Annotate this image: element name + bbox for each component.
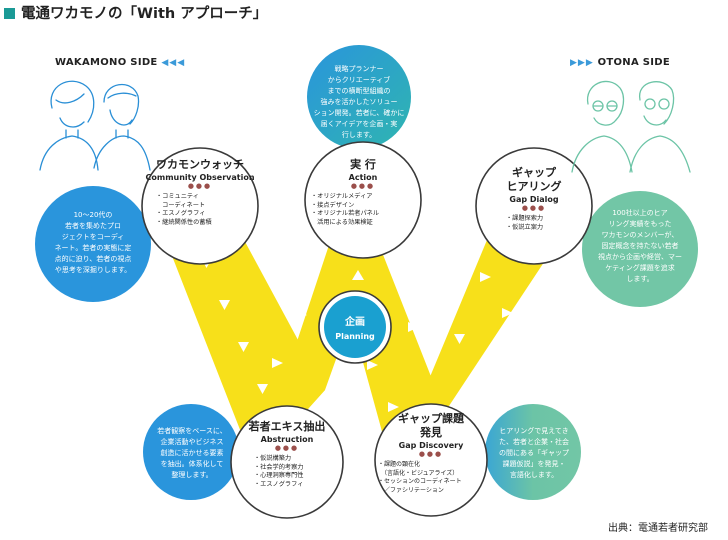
arrow-right-6 [480, 272, 491, 282]
planning-en: Planning [335, 332, 375, 341]
node-action: 実 行 Action ●●● ・オリジナルメディア ・接点デザイン ・オリジナル… [305, 158, 421, 227]
arrow-right-1 [272, 358, 283, 368]
planning-node: 企画 Planning [325, 313, 385, 341]
arrow-up-1 [352, 270, 364, 280]
list-item: ・社会学的考察力 [254, 463, 304, 471]
bubble-top-circle [307, 45, 411, 149]
node-action-title: 実 行 [350, 158, 376, 171]
node-abstraction-en: Abstruction [260, 435, 314, 444]
node-dialog-dots: ●●● [521, 204, 547, 212]
arrow-right-7 [502, 308, 513, 318]
node-action-circle [304, 141, 422, 259]
node-discovery-en: Gap Discovery [398, 441, 464, 450]
node-action-dots: ●●● [350, 182, 376, 190]
list-item: ・オリジナル若者パネル [311, 210, 380, 218]
bubble-right-circle [582, 191, 698, 307]
otona-side-arrows: ▶▶▶ [570, 58, 594, 68]
node-community-observation: ワカモンウォッチ Community Observation ●●● ・コミュニ… [142, 158, 258, 227]
list-item: ・課題の顕在化 [378, 461, 421, 468]
node-gap-dialog: ギャップ ヒアリング Gap Dialog ●●● ・課題探索力 ・仮説立案力 [476, 166, 592, 232]
list-item: ・接点デザイン [311, 201, 355, 209]
node-gap-discovery: ギャップ課題 発見 Gap Discovery ●●● ・課題の顕在化 （言語化… [374, 412, 488, 495]
node-dialog-title: ギャップ ヒアリング [506, 166, 562, 193]
list-item: ・仮説構築力 [254, 455, 292, 462]
bubble-right-text: 100社以上のヒア リング実績をもった ワカモンのメンバーが、 固定概念を持たな… [598, 209, 682, 283]
node-action-en: Action [348, 173, 378, 182]
node-dialog-items: ・課題探索力 ・仮説立案力 [476, 215, 592, 232]
planning-circle [324, 296, 386, 358]
arrow-right-5 [408, 322, 419, 332]
arrow-right-4 [388, 402, 399, 412]
adult-people-illustration [571, 80, 691, 173]
node-watch-dots: ●●● [187, 182, 213, 190]
list-item: （言語化・ビジュアライズ） [378, 469, 459, 477]
otona-side-label: ▶▶▶ OTONA SIDE [570, 57, 670, 68]
list-item: ／ファシリテーション [378, 486, 444, 494]
title-marker [4, 8, 15, 19]
node-watch-items: ・コミュニティ コーディネート ・エスノグラフィ ・継続関係性の蓄積 [142, 193, 258, 227]
node-discovery-items: ・課題の顕在化 （言語化・ビジュアライズ） ・セッションのコーディネート ／ファ… [374, 461, 488, 495]
list-item: ・エスノグラフィ [254, 480, 304, 488]
arrow-down-3 [238, 342, 249, 352]
list-item: ・仮説立案力 [506, 223, 544, 231]
node-watch-title: ワカモンウォッチ [156, 158, 244, 171]
bubble-left-text: 10〜20代の 若者を集めたプロ ジェクトをコーディ ネート。若者の実態に定 点… [54, 211, 132, 274]
list-item: ・心理洞察専門性 [254, 472, 304, 480]
list-item: ・オリジナルメディア [311, 193, 373, 200]
node-discovery-title: ギャップ課題 発見 [398, 412, 464, 439]
node-abstraction-dots: ●●● [274, 444, 300, 452]
list-item: ・セッションのコーディネート [378, 478, 462, 486]
arrow-right-3 [367, 360, 378, 370]
node-dialog-en: Gap Dialog [509, 195, 559, 204]
node-discovery-dots: ●●● [418, 450, 444, 458]
node-watch-en: Community Observation [145, 173, 255, 182]
node-action-items: ・オリジナルメディア ・接点デザイン ・オリジナル若者パネル 活用による効果検証 [305, 193, 421, 227]
source-credit: 出典：電通若者研究部 [608, 523, 708, 534]
flow-arrows [201, 258, 513, 412]
young-people-illustration [39, 80, 151, 171]
otona-side-text: OTONA SIDE [597, 57, 671, 68]
bubble-bottom-right-circle [485, 404, 581, 500]
list-item: コーディネート [156, 201, 206, 209]
node-abstraction-items: ・仮説構築力 ・社会学的考察力 ・心理洞察専門性 ・エスノグラフィ [230, 455, 344, 489]
list-item: ・コミュニティ [156, 193, 199, 200]
arrow-down-4 [257, 384, 268, 394]
bubble-bottom-right-text: ヒアリングで見えてき た、若者と企業・社会 の間にある「ギャップ 課題仮説」を発… [499, 427, 569, 479]
bubble-bottom-left-circle [143, 404, 239, 500]
wakamono-side-arrows: ◀◀◀ [161, 58, 186, 68]
planning-jp: 企画 [345, 317, 365, 328]
bubble-left-circle [35, 186, 151, 302]
list-item: 活用による効果検証 [311, 218, 373, 226]
list-item: ・課題探索力 [506, 215, 544, 222]
node-abstraction: 若者エキス抽出 Abstruction ●●● ・仮説構築力 ・社会学的考察力 … [230, 420, 344, 489]
wakamono-side-text: WAKAMONO SIDE [55, 57, 158, 68]
page-title-text: 電通ワカモノの「With アプローチ」 [21, 6, 268, 22]
bubble-bottom-left-text: 若者観察をベースに、 企業活動やビジネス 創造に活かせる要素 を抽出。体系化して… [157, 427, 227, 479]
node-abstraction-title: 若者エキス抽出 [248, 420, 326, 433]
node-discovery-circle [374, 403, 488, 517]
bubble-top-text: 戦略プランナー からクリエーティブ までの横断型組織の 強みを活かしたソリュー … [313, 65, 405, 139]
arrow-down-2 [219, 300, 230, 310]
wakamono-side-label: WAKAMONO SIDE ◀◀◀ [55, 57, 185, 68]
arrow-right-2 [296, 310, 307, 320]
list-item: ・エスノグラフィ [156, 210, 206, 218]
arrow-down-5 [454, 334, 465, 344]
node-watch-circle [141, 147, 259, 265]
node-dialog-circle [475, 147, 593, 265]
page-title: 電通ワカモノの「With アプローチ」 [4, 2, 267, 23]
node-abstraction-circle [230, 405, 344, 519]
list-item: ・継続関係性の蓄積 [156, 218, 212, 226]
